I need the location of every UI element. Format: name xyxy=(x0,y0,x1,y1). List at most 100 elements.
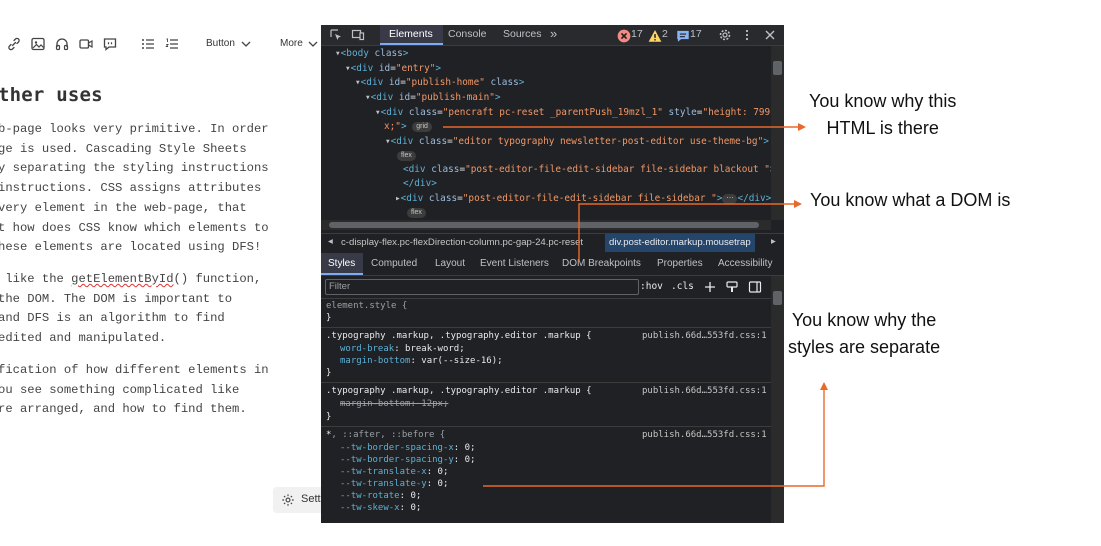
css-declaration[interactable]: --tw-border-spacing-x: 0; xyxy=(340,443,475,453)
tag: <div xyxy=(400,193,429,204)
breadcrumb-item-selected[interactable]: div.post-editor.markup.mousetrap xyxy=(605,234,755,252)
comment-icon[interactable] xyxy=(102,36,118,52)
sidebar-toggle-icon[interactable] xyxy=(748,280,762,294)
dom-node-pencraft-cont: x;"> grid xyxy=(384,121,432,132)
paint-brush-icon[interactable] xyxy=(725,280,739,294)
css-declaration[interactable]: --tw-skew-x: 0; xyxy=(340,503,421,513)
css-declaration[interactable]: --tw-translate-y: 0; xyxy=(340,479,448,489)
hover-state-toggle[interactable]: :hov xyxy=(640,281,663,292)
device-toolbar-icon[interactable] xyxy=(351,28,365,42)
dom-node-publish-home[interactable]: ▾<div id="publish-home" class> xyxy=(355,77,524,88)
grid-badge[interactable]: grid xyxy=(412,121,432,132)
value: "pencraft pc-reset _parentPush_19mzl_1" xyxy=(442,107,663,118)
expand-arrow-icon[interactable]: ▾ xyxy=(365,92,371,103)
css-source-link[interactable]: publish.66d…553fd.css:1 xyxy=(642,386,767,396)
css-declaration[interactable]: --tw-translate-x: 0; xyxy=(340,467,448,477)
filter-input[interactable]: Filter xyxy=(325,279,639,295)
value: "post-editor-file-edit-sidebar file-side… xyxy=(462,193,717,204)
inspect-element-icon[interactable] xyxy=(329,28,343,42)
annotation-styles: You know why the styles are separate xyxy=(788,307,940,361)
dom-node-pencraft[interactable]: ▾<div class="pencraft pc-reset _parentPu… xyxy=(375,107,776,118)
chevron-left-icon[interactable]: ◂ xyxy=(328,236,333,247)
tab-accessibility[interactable]: Accessibility xyxy=(718,258,773,269)
expand-arrow-icon[interactable]: ▾ xyxy=(385,136,391,147)
tab-sources[interactable]: Sources xyxy=(503,28,542,40)
attr: class xyxy=(408,107,438,118)
tab-styles[interactable]: Styles xyxy=(328,258,356,269)
tab-properties[interactable]: Properties xyxy=(657,258,703,269)
css-rule-selector[interactable]: .typography .markup, .typography.editor … xyxy=(326,331,592,341)
value: x;" xyxy=(384,121,401,132)
chevron-down-icon[interactable] xyxy=(238,36,254,52)
css-declaration[interactable]: --tw-rotate: 0; xyxy=(340,491,421,501)
dom-scrollbar-thumb[interactable] xyxy=(773,61,782,75)
tab-event-listeners[interactable]: Event Listeners xyxy=(480,258,549,269)
dom-node-editor[interactable]: ▾<div class="editor typography newslette… xyxy=(385,136,769,147)
dom-node-publish-main[interactable]: ▾<div id="publish-main"> xyxy=(365,92,501,103)
tab-computed[interactable]: Computed xyxy=(371,258,418,269)
css-source-link[interactable]: publish.66d…553fd.css:1 xyxy=(642,430,767,440)
kebab-menu-icon[interactable] xyxy=(740,28,754,42)
dom-horizontal-scrollbar-thumb[interactable] xyxy=(329,222,759,228)
dom-node-sidebar-blackout[interactable]: <div class="post-editor-file-edit-sideba… xyxy=(403,164,776,175)
image-icon[interactable] xyxy=(30,36,46,52)
more-tabs-button[interactable]: » xyxy=(550,26,558,41)
styles-scrollbar[interactable] xyxy=(771,276,784,523)
expand-arrow-icon[interactable]: ▸ xyxy=(395,193,401,204)
attr: class xyxy=(484,77,519,88)
tab-console[interactable]: Console xyxy=(448,28,487,40)
plus-icon[interactable] xyxy=(703,280,717,294)
flex-badge[interactable]: flex xyxy=(397,150,416,161)
video-icon[interactable] xyxy=(78,36,94,52)
tab-dom-breakpoints[interactable]: DOM Breakpoints xyxy=(562,258,641,269)
devtools-panel: Elements Console Sources » 17 2 17 ▾<bod… xyxy=(321,25,784,523)
element-style-rule[interactable]: element.style { xyxy=(326,301,408,311)
dom-node-entry[interactable]: ▾<div id="entry"> xyxy=(345,63,441,74)
button-dropdown[interactable]: Button xyxy=(206,38,235,49)
eq: = xyxy=(400,77,406,88)
expand-arrow-icon[interactable]: ▾ xyxy=(355,77,361,88)
css-declaration[interactable]: word-break: break-word; xyxy=(340,344,465,354)
error-icon[interactable] xyxy=(617,29,631,43)
expand-arrow-icon[interactable]: ▾ xyxy=(375,107,381,118)
css-declaration-overridden[interactable]: margin-bottom: 12px; xyxy=(340,399,449,409)
css-declaration[interactable]: margin-bottom: var(--size-16); xyxy=(340,356,503,366)
gear-icon[interactable] xyxy=(718,28,732,42)
dom-node-sidebar[interactable]: ▸<div class="post-editor-file-edit-sideb… xyxy=(395,193,771,204)
attr: class xyxy=(431,164,460,175)
rule-close: } xyxy=(326,412,332,422)
dom-scrollbar[interactable] xyxy=(771,46,784,220)
flex-badge[interactable]: flex xyxy=(407,207,426,218)
tab-layout[interactable]: Layout xyxy=(435,258,466,269)
dom-node-body[interactable]: ▾<body class> xyxy=(335,48,408,59)
link-icon[interactable] xyxy=(6,36,22,52)
breadcrumb-item[interactable]: c-display-flex.pc-flexDirection-column.p… xyxy=(341,237,584,248)
attr: id xyxy=(398,92,411,103)
css-rule-selector[interactable]: *, ::after, ::before { xyxy=(326,430,445,440)
annotation-line: HTML is there xyxy=(826,118,939,138)
info-message-icon[interactable] xyxy=(676,29,689,42)
expand-arrow-icon[interactable]: ▾ xyxy=(335,48,341,59)
headphones-icon[interactable] xyxy=(54,36,70,52)
css-source-link[interactable]: publish.66d…553fd.css:1 xyxy=(642,331,767,341)
class-toggle[interactable]: .cls xyxy=(671,281,694,292)
css-rule-selector[interactable]: .typography .markup, .typography.editor … xyxy=(326,386,592,396)
numbered-list-icon[interactable] xyxy=(164,36,180,52)
css-value: : 0; xyxy=(399,491,422,501)
ellipsis-badge[interactable]: ⋯ xyxy=(722,193,738,204)
chevron-right-icon[interactable]: ▸ xyxy=(771,236,776,247)
styles-scrollbar-thumb[interactable] xyxy=(773,291,782,305)
expand-arrow-icon[interactable]: ▾ xyxy=(345,63,351,74)
tag: <div xyxy=(360,77,389,88)
css-property: word-break xyxy=(340,344,395,354)
close-icon[interactable] xyxy=(763,28,777,42)
css-declaration[interactable]: --tw-border-spacing-y: 0; xyxy=(340,455,475,465)
dom-node-editor-badge: flex xyxy=(397,150,416,161)
bullet-list-icon[interactable] xyxy=(140,36,156,52)
more-dropdown[interactable]: More xyxy=(280,38,303,49)
chevron-down-icon[interactable] xyxy=(305,36,321,52)
warning-icon[interactable] xyxy=(648,29,662,42)
paragraph-3: fication of how different elements in ou… xyxy=(0,361,269,420)
tab-elements[interactable]: Elements xyxy=(389,28,433,40)
dom-node-close[interactable]: </div> xyxy=(403,178,437,189)
